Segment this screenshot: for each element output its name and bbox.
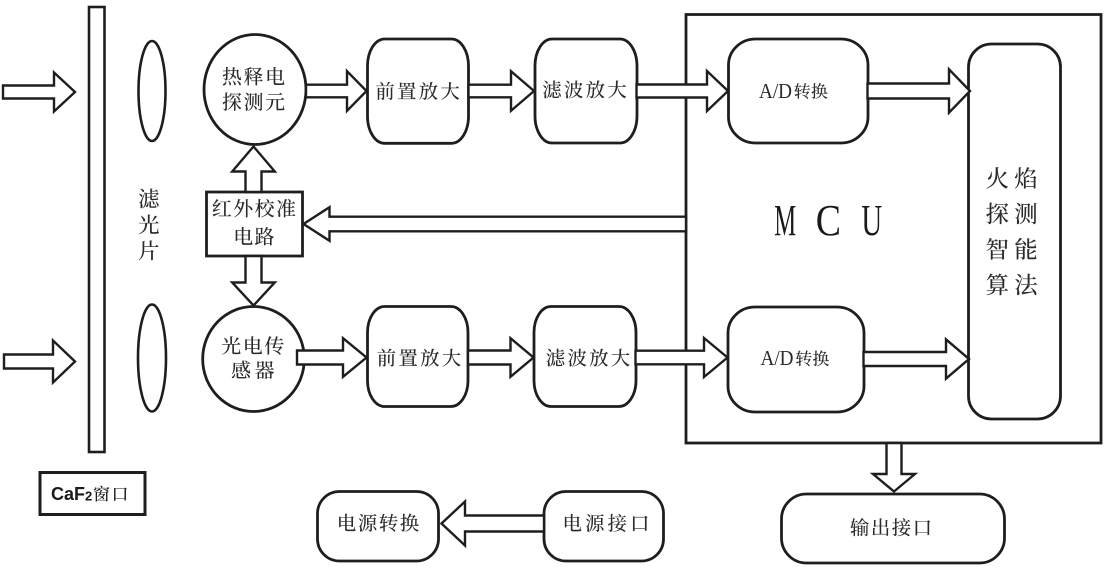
svg-text:U: U — [861, 197, 882, 246]
svg-text:M: M — [774, 196, 796, 245]
svg-text:A/D: A/D — [759, 79, 792, 103]
svg-text:C: C — [816, 195, 841, 244]
svg-text:CaF: CaF — [51, 484, 85, 504]
svg-text:2: 2 — [85, 489, 92, 504]
svg-text:A/D: A/D — [761, 346, 794, 370]
